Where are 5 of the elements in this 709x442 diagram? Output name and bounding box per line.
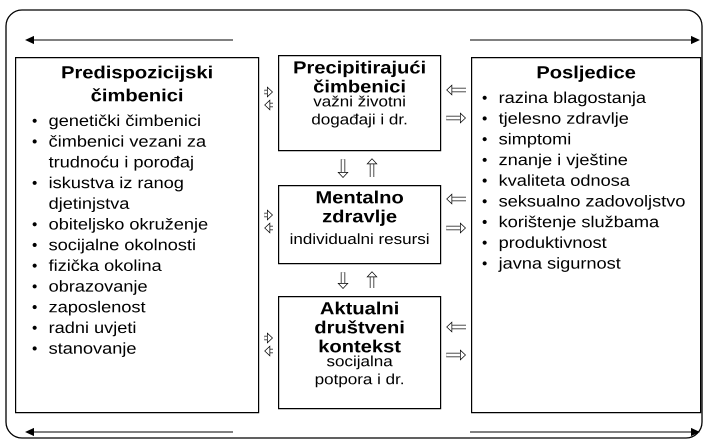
factor-box: Precipitirajući čimbenici važni životni događaji i dr.	[278, 55, 442, 152]
factor-box: Aktualni društveni kontekst socijalna potpora i dr.	[278, 296, 442, 410]
factor-box: Predispozicijski čimbenici genetički čimbenici čimbenici vezani za trudnoću i porođaj iskustva iz ranog djetinjstva obiteljsko okruženje socijalne okolnosti fizička okolina obrazovanje zaposlenost radni uvjeti stanovanje	[15, 57, 260, 414]
factor-box: Mentalno zdravlje individualni resursi	[278, 185, 442, 264]
factor-box: Posljedice razina blagostanja tjelesno zdravlje simptomi znanje i vještine kvaliteta odnosa seksualno zadovoljstvo korištenje službama produktivnost javna sigurnost	[471, 57, 702, 414]
